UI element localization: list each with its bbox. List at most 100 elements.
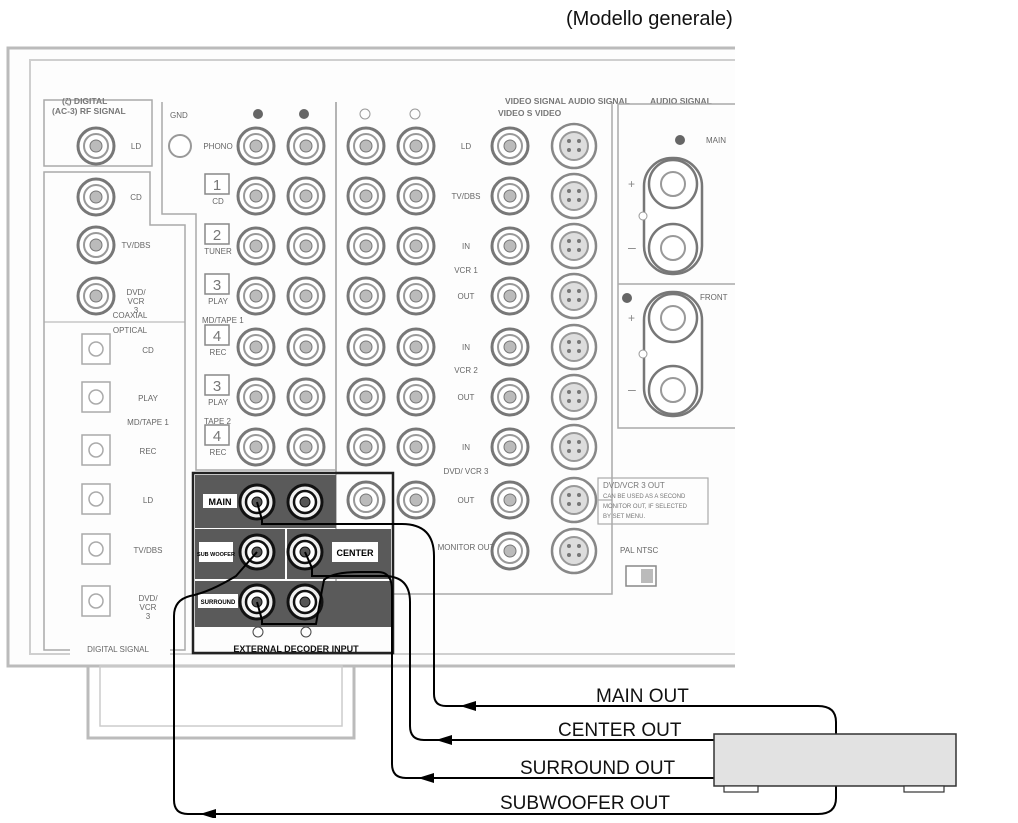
audio-jack-r[interactable] bbox=[346, 176, 386, 216]
audio-jack-r[interactable] bbox=[346, 226, 386, 266]
input-number: 4 bbox=[213, 328, 221, 345]
speaker-terminal[interactable] bbox=[647, 292, 699, 344]
audio-jack-l[interactable] bbox=[396, 327, 436, 367]
audio-jack-l[interactable] bbox=[286, 377, 326, 417]
audio-jack-l[interactable] bbox=[286, 226, 326, 266]
audio-jack-l[interactable] bbox=[286, 276, 326, 316]
optical-jack[interactable] bbox=[81, 585, 111, 617]
main-out-cable bbox=[256, 501, 837, 746]
audio-jack-l[interactable] bbox=[286, 176, 326, 216]
audio-jack-l[interactable] bbox=[396, 480, 436, 520]
decoder-surround-tag bbox=[198, 594, 238, 608]
video-jack[interactable] bbox=[490, 226, 530, 266]
decoder-center-label: CENTER bbox=[336, 548, 374, 558]
coaxial-jack[interactable] bbox=[76, 177, 116, 217]
main-out-label: MAIN OUT bbox=[596, 686, 689, 707]
s-video-jack[interactable] bbox=[550, 373, 598, 421]
subwoofer-out-cable bbox=[173, 551, 837, 819]
video-jack[interactable] bbox=[490, 427, 530, 467]
s-video-jack[interactable] bbox=[550, 222, 598, 270]
vcr1-label: VCR 1 bbox=[454, 266, 478, 275]
audio-jack-r[interactable] bbox=[236, 226, 276, 266]
s-video-jack[interactable] bbox=[550, 323, 598, 371]
audio-jack-r[interactable] bbox=[236, 276, 276, 316]
audio-signal-header-2: AUDIO SIGNAL bbox=[650, 96, 712, 106]
audio-jack-l[interactable] bbox=[396, 276, 436, 316]
input-number: 3 bbox=[213, 277, 221, 294]
optical-jack[interactable] bbox=[81, 533, 111, 565]
video-signal-header: VIDEO SIGNAL bbox=[505, 96, 566, 106]
video-jack-label: IN bbox=[462, 343, 470, 352]
decoder-surround-l-jack[interactable] bbox=[286, 583, 324, 621]
video-jack[interactable] bbox=[490, 276, 530, 316]
input-label: REC bbox=[210, 448, 227, 457]
audio-jack-l[interactable] bbox=[286, 427, 326, 467]
optical-jack[interactable] bbox=[81, 483, 111, 515]
audio-jack-r[interactable] bbox=[236, 176, 276, 216]
optical-jack[interactable] bbox=[81, 333, 111, 365]
video-jack[interactable] bbox=[490, 327, 530, 367]
speaker-terminal[interactable] bbox=[647, 222, 699, 274]
audio-jack-r[interactable] bbox=[346, 480, 386, 520]
video-jack[interactable] bbox=[490, 480, 530, 520]
video-jack-label: IN bbox=[462, 443, 470, 452]
audio-jack-r[interactable] bbox=[346, 276, 386, 316]
gnd-terminal[interactable] bbox=[168, 134, 192, 158]
surround-out-cable bbox=[256, 571, 714, 783]
optical-jack[interactable] bbox=[81, 434, 111, 466]
audio-jack-l[interactable] bbox=[396, 176, 436, 216]
coaxial-jack[interactable] bbox=[76, 276, 116, 316]
s-video-jack[interactable] bbox=[550, 423, 598, 471]
terminal-dot bbox=[638, 349, 648, 359]
video-jack[interactable] bbox=[490, 531, 530, 571]
audio-jack-l[interactable] bbox=[396, 377, 436, 417]
s-video-jack[interactable] bbox=[550, 527, 598, 575]
input-number: 1 bbox=[213, 177, 221, 194]
input-number: 2 bbox=[213, 227, 221, 244]
audio-jack-r[interactable] bbox=[236, 327, 276, 367]
speaker-terminal[interactable] bbox=[647, 364, 699, 416]
video-jack[interactable] bbox=[490, 176, 530, 216]
audio-jack-l[interactable] bbox=[286, 126, 326, 166]
pal-ntsc-switch-knob bbox=[641, 569, 653, 583]
audio-jack-r[interactable] bbox=[346, 327, 386, 367]
video-panel-border bbox=[335, 102, 613, 595]
video-jack[interactable] bbox=[490, 377, 530, 417]
speaker-front-label: FRONT bbox=[700, 293, 728, 302]
s-video-jack[interactable] bbox=[550, 272, 598, 320]
audio-jack-l[interactable] bbox=[396, 427, 436, 467]
decoder-main-l-jack[interactable] bbox=[286, 483, 324, 521]
digital-header-line2: (AC-3) RF SIGNAL bbox=[52, 106, 126, 116]
coaxial-jack-label: TV/DBS bbox=[122, 241, 151, 250]
audio-jack-r[interactable] bbox=[236, 427, 276, 467]
optical-jack-label: PLAY bbox=[138, 394, 159, 403]
coaxial-jack[interactable] bbox=[76, 225, 116, 265]
audio-jack-l[interactable] bbox=[396, 226, 436, 266]
tape2-label: TAPE 2 bbox=[204, 417, 232, 426]
signal-cables bbox=[173, 501, 837, 819]
audio-jack-r[interactable] bbox=[346, 377, 386, 417]
speaker-terminal[interactable] bbox=[647, 158, 699, 210]
rca-jacks bbox=[236, 126, 530, 571]
chassis-foot bbox=[86, 664, 356, 740]
audio-jack-r[interactable] bbox=[346, 427, 386, 467]
s-video-jack[interactable] bbox=[550, 172, 598, 220]
coaxial-jack[interactable] bbox=[76, 126, 116, 166]
audio-jack-r[interactable] bbox=[236, 377, 276, 417]
video-jack-label: OUT bbox=[458, 393, 475, 402]
optical-label: OPTICAL bbox=[113, 326, 148, 335]
audio-jack-l[interactable] bbox=[396, 126, 436, 166]
s-video-jack[interactable] bbox=[550, 476, 598, 524]
decoder-center-tag bbox=[332, 542, 378, 562]
optical-jack[interactable] bbox=[81, 381, 111, 413]
video-jack[interactable] bbox=[490, 126, 530, 166]
audio-jack-r[interactable] bbox=[236, 126, 276, 166]
audio-jack-r[interactable] bbox=[346, 126, 386, 166]
decoder-unit-body bbox=[713, 733, 957, 787]
video-jack-label: LD bbox=[461, 142, 471, 151]
audio-jack-l[interactable] bbox=[286, 327, 326, 367]
s-video-jack[interactable] bbox=[550, 122, 598, 170]
